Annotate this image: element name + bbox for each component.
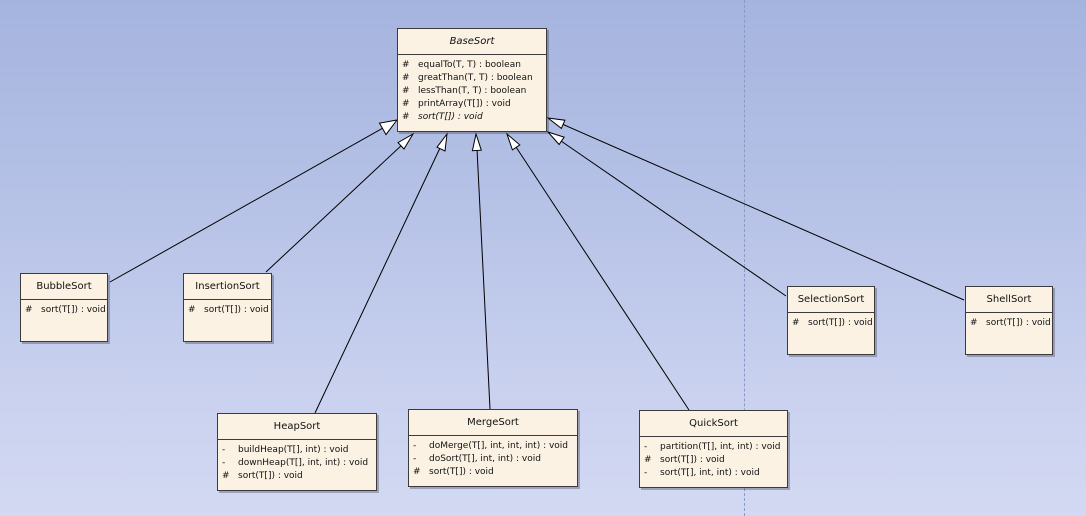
operation-signature: partition(T[], int, int) : void [660, 442, 781, 452]
operations-compartment: - buildHeap(T[], int) : void - downHeap(T[… [218, 440, 376, 487]
operation[interactable]: # sort(T[]) : void [640, 454, 787, 467]
generalization-arrowhead [505, 132, 521, 151]
operation[interactable]: # sort(T[]) : void [398, 111, 546, 124]
operation[interactable]: - downHeap(T[], int, int) : void [218, 457, 376, 470]
visibility-marker: - [413, 454, 417, 464]
visibility-marker: # [222, 471, 230, 481]
class-name: HeapSort [218, 414, 376, 440]
visibility-marker: # [970, 318, 978, 328]
visibility-marker: # [792, 318, 800, 328]
operation-signature: greatThan(T, T) : boolean [418, 73, 533, 83]
operation[interactable]: # sort(T[]) : void [409, 466, 577, 479]
class-name: InsertionSort [184, 274, 271, 300]
operation[interactable]: # greatThan(T, T) : boolean [398, 72, 546, 85]
class-name: ShellSort [966, 287, 1052, 313]
class-heap-sort[interactable]: HeapSort - buildHeap(T[], int) : void - do… [217, 413, 377, 491]
generalization-arrowhead [378, 119, 399, 136]
visibility-marker: # [402, 99, 410, 109]
operation-signature: sort(T[]) : void [429, 467, 494, 477]
operations-compartment: # sort(T[]) : void [788, 313, 874, 334]
operation-signature: doMerge(T[], int, int, int) : void [429, 441, 569, 451]
generalization-shell-to-base[interactable] [561, 123, 965, 301]
operation-signature: sort(T[]) : void [204, 305, 269, 315]
generalization-arrowhead [471, 132, 482, 152]
class-name: BaseSort [398, 29, 546, 55]
operation[interactable]: # sort(T[]) : void [966, 317, 1052, 330]
operation-signature: sort(T[]) : void [238, 471, 303, 481]
operation-signature: sort(T[]) : void [418, 112, 483, 122]
operation-signature: doSort(T[], int, int) : void [429, 454, 541, 464]
operations-compartment: # sort(T[]) : void [21, 300, 107, 321]
class-name: BubbleSort [21, 274, 107, 300]
operation[interactable]: # sort(T[]) : void [218, 470, 376, 483]
visibility-marker: - [644, 442, 648, 452]
generalization-arrowhead [436, 132, 448, 152]
operation[interactable]: - buildHeap(T[], int) : void [218, 444, 376, 457]
operation[interactable]: # sort(T[]) : void [788, 317, 874, 330]
visibility-marker: # [402, 86, 410, 96]
operations-compartment: # sort(T[]) : void [966, 313, 1052, 334]
operations-compartment: # equalTo(T, T) : boolean # greatThan(T, T… [398, 55, 546, 128]
class-merge-sort[interactable]: MergeSort - doMerge(T[], int, int, int) :… [408, 409, 578, 487]
class-bubble-sort[interactable]: BubbleSort # sort(T[]) : void [20, 273, 108, 342]
operation-signature: sort(T[], int, int) : void [660, 468, 760, 478]
operation[interactable]: # equalTo(T, T) : boolean [398, 59, 546, 72]
class-name: MergeSort [409, 410, 577, 436]
operation-signature: downHeap(T[], int, int) : void [238, 458, 369, 468]
operation-signature: printArray(T[]) : void [418, 99, 511, 109]
operation[interactable]: - sort(T[], int, int) : void [640, 467, 787, 480]
operations-compartment: - partition(T[], int, int) : void # sort(T… [640, 437, 787, 484]
class-name: SelectionSort [788, 287, 874, 313]
visibility-marker: # [402, 60, 410, 70]
visibility-marker: # [402, 73, 410, 83]
operation[interactable]: # lessThan(T, T) : boolean [398, 85, 546, 98]
visibility-marker: # [188, 305, 196, 315]
operation[interactable]: # sort(T[]) : void [184, 304, 271, 317]
operation[interactable]: # printArray(T[]) : void [398, 98, 546, 111]
operation-signature: sort(T[]) : void [660, 455, 725, 465]
operation[interactable]: # sort(T[]) : void [21, 304, 107, 317]
operation[interactable]: - partition(T[], int, int) : void [640, 441, 787, 454]
visibility-marker: # [402, 112, 410, 122]
class-base-sort[interactable]: BaseSort # equalTo(T, T) : boolean # great… [397, 28, 547, 132]
class-name: QuickSort [640, 411, 787, 437]
operation-signature: sort(T[]) : void [41, 305, 106, 315]
class-selection-sort[interactable]: SelectionSort # sort(T[]) : void [787, 286, 875, 355]
class-shell-sort[interactable]: ShellSort # sort(T[]) : void [965, 286, 1053, 355]
operations-compartment: # sort(T[]) : void [184, 300, 271, 321]
visibility-marker: # [413, 467, 421, 477]
generalization-quick-to-base[interactable] [515, 146, 690, 411]
page-divider [744, 0, 745, 516]
operation-signature: sort(T[]) : void [808, 318, 873, 328]
generalization-heap-to-base[interactable] [314, 147, 441, 414]
operation-signature: buildHeap(T[], int) : void [238, 445, 349, 455]
generalization-selection-to-base[interactable] [560, 140, 787, 297]
visibility-marker: - [222, 458, 226, 468]
visibility-marker: # [644, 455, 652, 465]
class-insertion-sort[interactable]: InsertionSort # sort(T[]) : void [183, 273, 272, 342]
generalization-bubble-to-base[interactable] [109, 127, 384, 283]
visibility-marker: - [413, 441, 417, 451]
generalization-arrowhead [397, 132, 415, 150]
generalization-merge-to-base[interactable] [476, 148, 491, 410]
generalization-arrowhead [546, 130, 565, 146]
generalization-insertion-to-base[interactable] [265, 142, 405, 273]
visibility-marker: # [25, 305, 33, 315]
operation[interactable]: - doMerge(T[], int, int, int) : void [409, 440, 577, 453]
operation[interactable]: - doSort(T[], int, int) : void [409, 453, 577, 466]
operations-compartment: - doMerge(T[], int, int, int) : void - doS… [409, 436, 577, 483]
operation-signature: equalTo(T, T) : boolean [418, 60, 521, 70]
class-quick-sort[interactable]: QuickSort - partition(T[], int, int) : vo… [639, 410, 788, 488]
generalization-arrowhead [546, 117, 566, 130]
visibility-marker: - [644, 468, 648, 478]
operation-signature: sort(T[]) : void [986, 318, 1051, 328]
visibility-marker: - [222, 445, 226, 455]
operation-signature: lessThan(T, T) : boolean [418, 86, 527, 96]
